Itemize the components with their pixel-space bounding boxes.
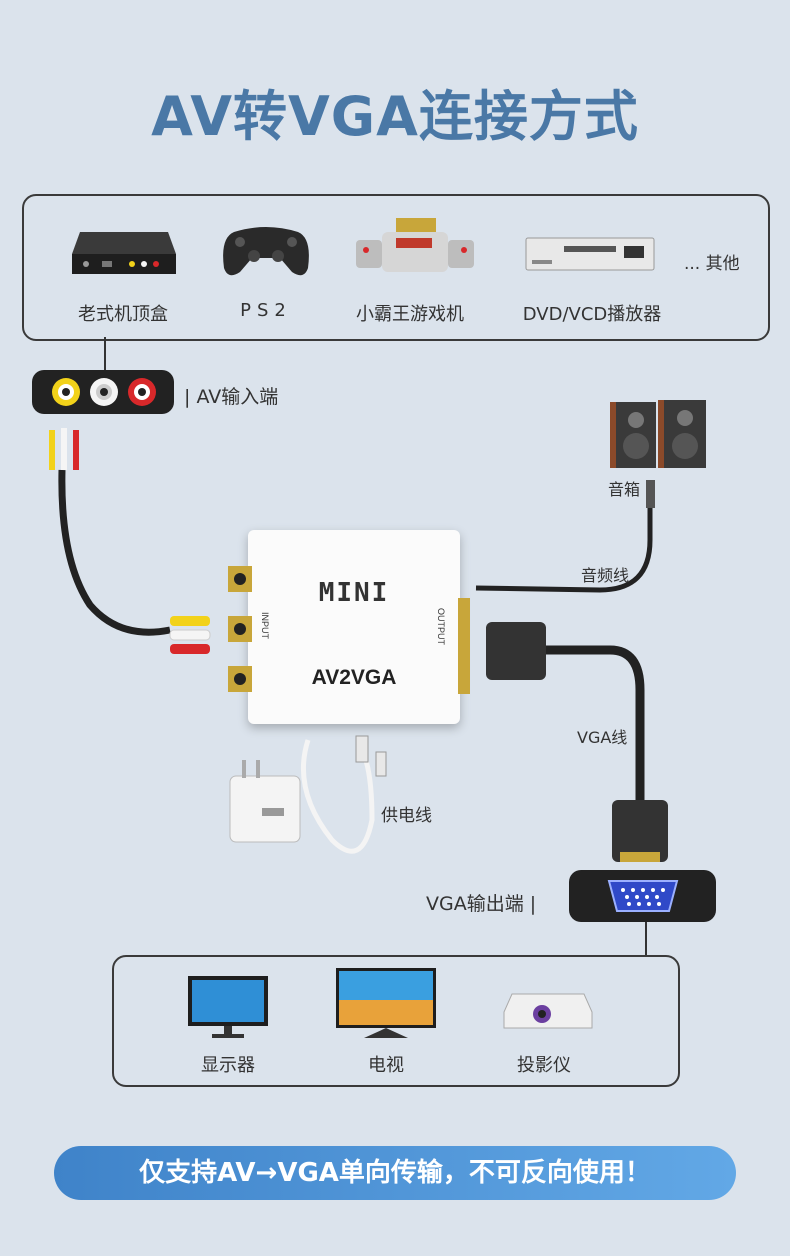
set-top-box-icon (72, 232, 176, 274)
device-input-label: INPUT (260, 612, 270, 639)
warning-banner: 仅支持AV→VGA单向传输，不可反向使用！ (54, 1146, 736, 1200)
source-label-dvd-player: DVD/VCD播放器 (522, 304, 662, 325)
vga-port-icon (607, 880, 679, 912)
tv-icon (336, 968, 436, 1038)
rca-red-jack-icon (128, 378, 156, 406)
device-brand: MINI (318, 578, 390, 608)
av-input-label: | AV输入端 (184, 386, 279, 408)
source-label-set-top-box: 老式机顶盒 (78, 304, 168, 325)
monitor-icon (188, 976, 268, 1038)
vga-output-label: VGA输出端 | (426, 893, 537, 915)
power-cable-label: 供电线 (381, 806, 432, 826)
dvd-player-icon (525, 237, 655, 271)
source-label-other: ... 其他 (684, 254, 740, 274)
display-label-monitor: 显示器 (201, 1055, 255, 1076)
source-label-ps2: PS2 (240, 300, 292, 321)
power-adapter-icon (229, 735, 387, 854)
rca-white-jack-icon (90, 378, 118, 406)
gamepad-icon (223, 227, 309, 276)
vga-output-panel (569, 870, 716, 922)
display-label-tv: 电视 (368, 1055, 404, 1076)
av2vga-converter: MINI AV2VGA INPUT OUTPUT (248, 530, 460, 724)
device-output-label: OUTPUT (436, 608, 446, 645)
speakers-icon (610, 400, 706, 468)
display-label-projector: 投影仪 (517, 1055, 571, 1076)
page-title: AV转VGA连接方式 (151, 85, 639, 148)
projector-icon (503, 993, 593, 1029)
connector-line-av (104, 337, 106, 371)
rca-yellow-jack-icon (52, 378, 80, 406)
device-model: AV2VGA (311, 666, 397, 689)
source-devices-panel (22, 194, 770, 341)
retro-console-icon (356, 218, 474, 272)
device-vga-port-icon (458, 598, 470, 694)
source-label-retro-console: 小霸王游戏机 (356, 304, 464, 325)
display-devices-panel (112, 955, 680, 1087)
vga-cable-label: VGA线 (577, 728, 628, 747)
speaker-label: 音箱 (608, 480, 641, 499)
device-rca-ports-icon (228, 566, 252, 692)
audio-cable-label: 音频线 (581, 566, 630, 585)
av-input-jack-panel (32, 370, 174, 414)
